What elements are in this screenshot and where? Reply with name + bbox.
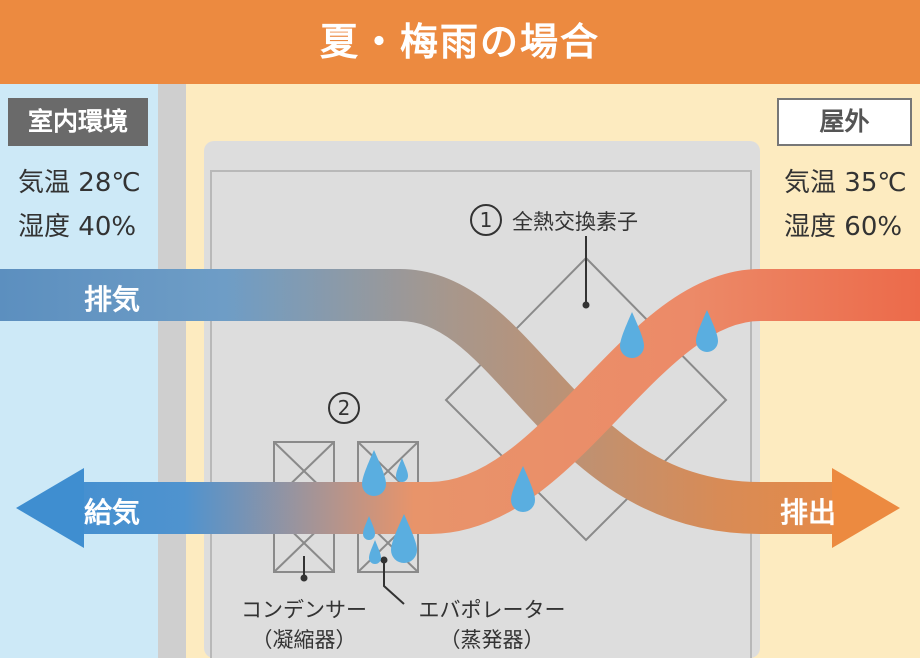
droplet-icon [511,466,535,512]
discharge-label: 排出 [780,496,837,529]
indoor-temp-label: 気温 [18,168,71,198]
leader-dot-heat-exchanger [582,301,590,309]
unit-inner-frame [210,170,752,658]
exhaust-airflow [0,269,835,534]
heat-exchanger-label: 全熱交換素子 [512,210,638,234]
outdoor-tag: 屋外 [777,98,912,146]
indoor-tag: 室内環境 [8,98,148,146]
page-title: 夏・梅雨の場合 [0,0,920,84]
part-number-2: 2 [328,392,360,424]
droplet-icon [369,540,381,564]
part-number-1: 1 [470,204,502,236]
droplet-icon [396,458,408,482]
outdoor-humidity-value: 60% [844,212,903,242]
indoor-area [0,84,158,658]
droplet-icon [620,312,644,358]
outdoor-humidity-label: 湿度 [784,212,837,242]
leader-dot-condenser [300,574,308,582]
supply-arrowhead [16,468,84,548]
indoor-humidity-label: 湿度 [18,212,71,242]
outdoor-temp-value: 35℃ [844,168,907,198]
outdoor-temp-label: 気温 [784,168,837,198]
indoor-temperature: 気温 28℃ [18,162,141,199]
wall [158,84,186,658]
condenser-label: コンデンサー [241,598,367,622]
condenser-sublabel: （凝縮器） [251,628,357,652]
droplet-icon [391,514,417,563]
indoor-humidity-value: 40% [78,212,137,242]
exhaust-label: 排気 [84,283,141,316]
leader-dot-evaporator [380,556,388,564]
leader-line-evaporator [383,560,405,605]
droplet-icon [362,450,386,496]
outdoor-humidity: 湿度 60% [784,206,902,243]
outdoor-temperature: 気温 35℃ [784,162,907,199]
indoor-humidity: 湿度 40% [18,206,136,243]
evaporator-sublabel: （蒸発器） [439,628,545,652]
supply-label: 給気 [84,496,141,529]
evaporator-label: エバポレーター [418,598,566,622]
droplet-icon [363,516,375,540]
indoor-temp-value: 28℃ [78,168,141,198]
intake-airflow [80,269,920,534]
discharge-arrowhead [832,468,900,548]
droplet-icon [696,310,718,352]
